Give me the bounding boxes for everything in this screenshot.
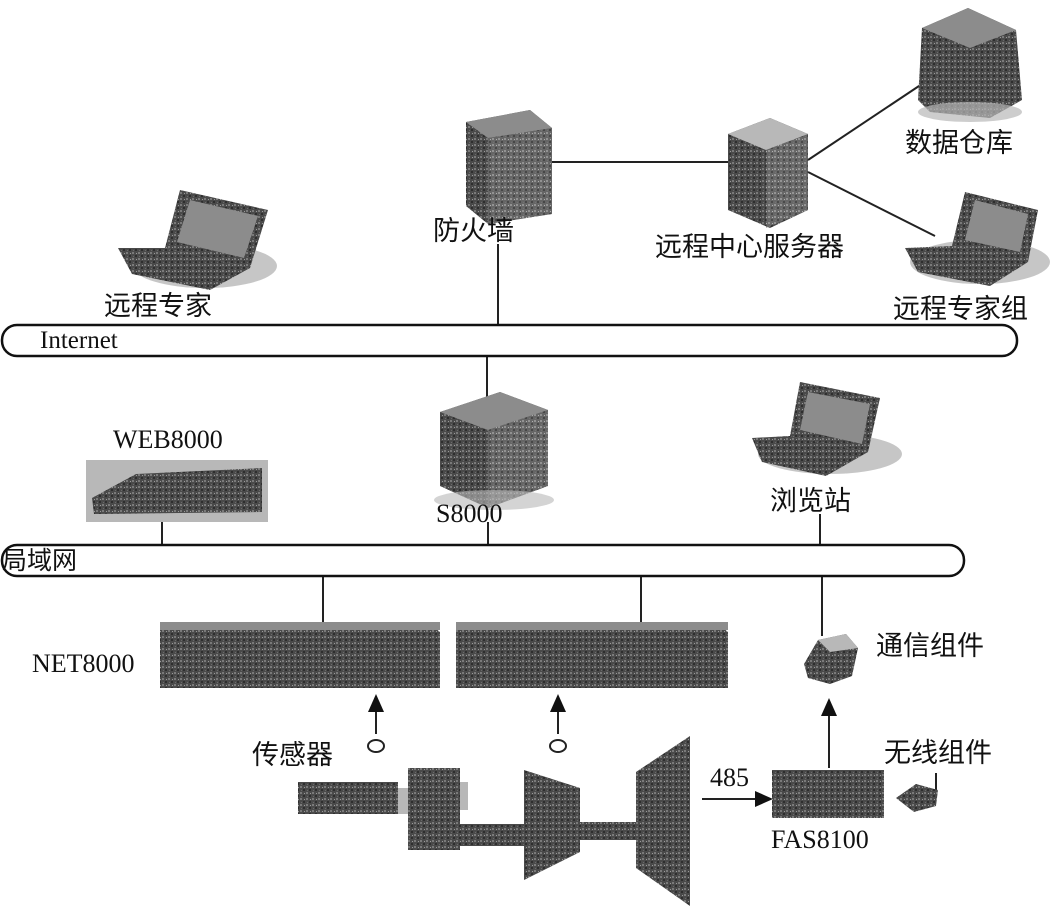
- wireless-module-icon: [896, 784, 938, 812]
- lan-bus: [0, 543, 966, 578]
- rack-device-icon-web8000: [86, 460, 268, 522]
- server-icon: [728, 118, 808, 228]
- remote-expert-group-label: 远程专家组: [893, 294, 1028, 325]
- firewall-icon: [466, 110, 552, 224]
- comm-module-label: 通信组件: [876, 631, 984, 662]
- sensor-icon-a: [367, 739, 385, 753]
- turbine-icon: [298, 736, 690, 906]
- internet-label: Internet: [40, 327, 118, 354]
- connection-lines: [161, 83, 937, 794]
- wire-server-expert-group: [807, 171, 936, 237]
- wireless-module-label: 无线组件: [884, 738, 992, 769]
- firewall-label: 防火墙: [433, 216, 514, 247]
- data-warehouse-label: 数据仓库: [905, 128, 1013, 159]
- rack-device-icon-net8000-b: [456, 622, 728, 688]
- s8000-label: S8000: [436, 499, 502, 528]
- signal-arrows: [368, 694, 837, 807]
- remote-expert-label: 远程专家: [104, 291, 212, 322]
- wire-server-warehouse: [807, 83, 923, 161]
- web8000-label: WEB8000: [113, 425, 223, 454]
- laptop-icon-browser-station: [752, 382, 902, 476]
- comm-module-icon: [804, 634, 858, 684]
- browser-station-label: 浏览站: [770, 486, 851, 517]
- fas8100-label: FAS8100: [771, 825, 869, 854]
- sensor-label: 传感器: [252, 740, 333, 771]
- remote-center-server-label: 远程中心服务器: [655, 232, 844, 263]
- rack-device-icon-fas8100: [772, 770, 884, 818]
- server-icon-s8000: [434, 392, 554, 510]
- data-warehouse-icon: [918, 8, 1022, 122]
- net8000-label: NET8000: [32, 649, 135, 678]
- laptop-icon-remote-expert: [118, 190, 277, 290]
- lan-label: 局域网: [2, 546, 77, 575]
- rack-device-icon-net8000-a: [160, 622, 440, 688]
- laptop-icon-expert-group: [905, 192, 1050, 286]
- link-485-label: 485: [710, 763, 749, 792]
- internet-bus: [0, 323, 1019, 358]
- sensor-icon-b: [549, 739, 567, 753]
